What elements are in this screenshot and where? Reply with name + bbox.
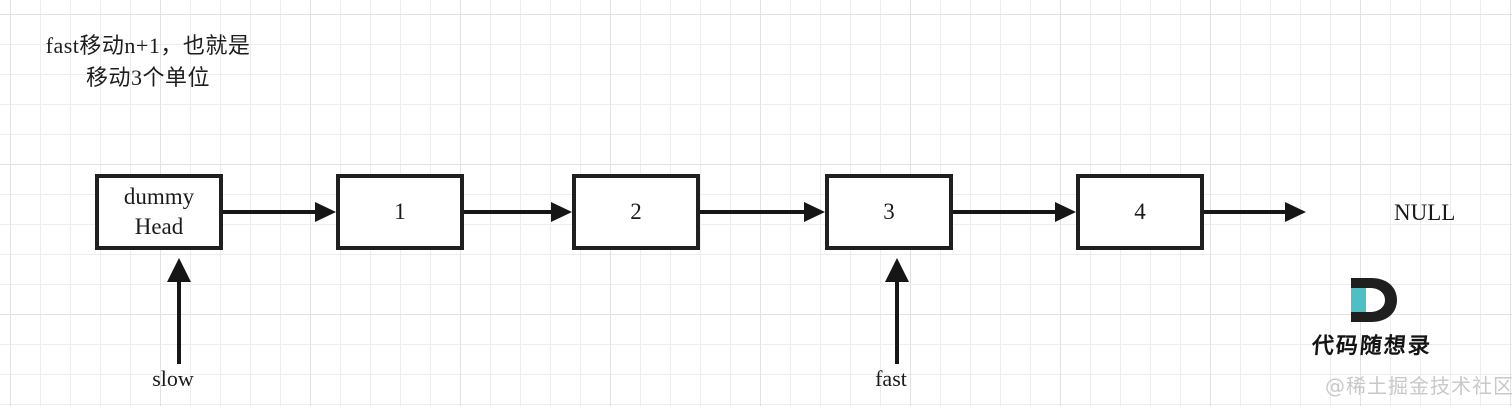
node-label-line-2: Head — [134, 214, 184, 239]
list-node-4: 4 — [1076, 174, 1204, 250]
pointer-label-slow: slow — [152, 366, 194, 391]
logo-svg — [1351, 278, 1397, 322]
pointer-shaft — [895, 282, 899, 364]
arrow-shaft — [464, 210, 553, 214]
logo-letter-d-path — [1351, 278, 1397, 322]
arrow-head-icon — [315, 202, 336, 222]
link-arrow-3-to-4 — [953, 197, 1076, 227]
pointer-shaft — [177, 282, 181, 364]
up-arrow-head-icon — [167, 258, 191, 282]
null-terminator-label: NULL — [1394, 200, 1456, 225]
link-arrow-1-to-2 — [464, 197, 572, 227]
arrow-shaft — [223, 210, 317, 214]
site-watermark: @稀土掘金技术社区 — [1325, 374, 1512, 398]
brand-name: 代码随想录 — [1310, 334, 1433, 359]
brand-block: 代码随想录 — [1292, 276, 1452, 360]
list-node-1: 1 — [336, 174, 464, 250]
list-node-3: 3 — [825, 174, 953, 250]
arrow-head-icon — [551, 202, 572, 222]
arrow-shaft — [953, 210, 1057, 214]
pointer-label-fast: fast — [875, 366, 907, 391]
arrow-head-icon — [1055, 202, 1076, 222]
link-arrow-2-to-3 — [700, 197, 825, 227]
arrow-head-icon — [804, 202, 825, 222]
node-label: 1 — [394, 199, 406, 224]
brand-logo-d-icon — [1341, 276, 1403, 324]
link-arrow-dummy-to-1 — [223, 197, 336, 227]
logo-accent-rect — [1351, 287, 1366, 313]
node-label-line-1: dummy — [123, 184, 195, 209]
arrow-shaft — [700, 210, 806, 214]
diagram-caption: fast移动n+1，也就是 移动3个单位 — [18, 30, 278, 94]
caption-line-1: fast移动n+1，也就是 — [45, 33, 251, 58]
node-label: 3 — [883, 199, 895, 224]
link-arrow-4-to-null — [1204, 197, 1306, 227]
list-node-2: 2 — [572, 174, 700, 250]
arrow-head-icon — [1285, 202, 1306, 222]
node-label: 2 — [630, 199, 642, 224]
caption-line-2: 移动3个单位 — [85, 65, 210, 90]
pointer-slow: slow — [152, 258, 194, 400]
arrow-shaft — [1204, 210, 1287, 214]
node-label: 4 — [1134, 199, 1146, 224]
up-arrow-head-icon — [885, 258, 909, 282]
list-node-dummy-head: dummy Head — [95, 174, 223, 250]
pointer-fast: fast — [875, 258, 909, 400]
